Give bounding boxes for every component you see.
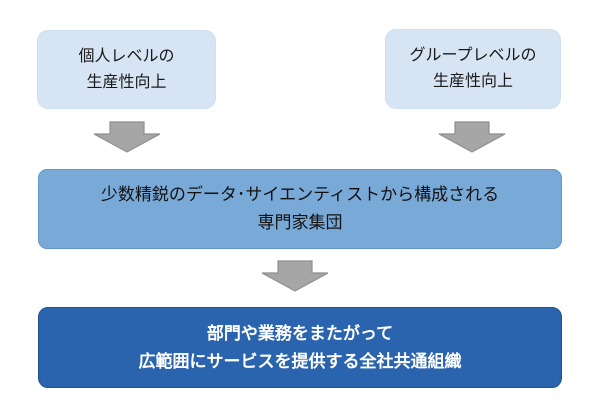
box-individual-productivity: 個人レベルの 生産性向上 (37, 30, 216, 109)
down-arrow-icon (93, 121, 161, 153)
box-company-wide-org-line-1: 部門や業務をまたがって (206, 323, 394, 343)
box-group-productivity: グループレベルの 生産性向上 (385, 29, 561, 109)
box-individual-line-2: 生産性向上 (86, 73, 167, 91)
box-group-line-2: 生産性向上 (432, 73, 513, 90)
box-expert-team-line-2: 専門家集団 (257, 213, 343, 232)
down-arrow-icon (261, 260, 329, 292)
box-expert-team: 少数精鋭のデータ･サイエンティストから構成される 専門家集団 (38, 169, 562, 249)
down-arrow-icon (438, 121, 506, 153)
box-group-line-1: グループレベルの (409, 47, 537, 64)
box-company-wide-org: 部門や業務をまたがって 広範囲にサービスを提供する全社共通組織 (38, 307, 562, 388)
box-company-wide-org-line-2: 広範囲にサービスを提供する全社共通組織 (138, 351, 462, 371)
box-expert-team-line-1: 少数精鋭のデータ･サイエンティストから構成される (100, 185, 500, 204)
box-individual-line-1: 個人レベルの (78, 47, 175, 65)
